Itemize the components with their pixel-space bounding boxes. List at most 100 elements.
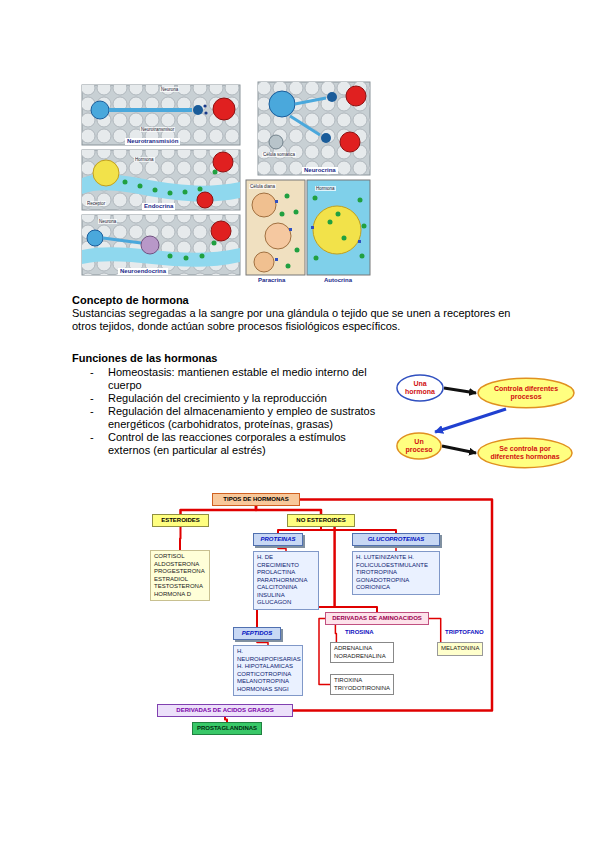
list-item: Regulación del almacenamiento y empleo d… <box>108 405 384 431</box>
node-text: GLUCOPROTEINAS <box>356 536 436 543</box>
drawing-part <box>252 193 276 217</box>
drawing-part <box>91 101 109 119</box>
drawing-part <box>82 85 240 145</box>
drawing-part <box>314 256 319 261</box>
drawing-part <box>295 248 300 253</box>
drawing-part <box>254 252 274 272</box>
process-ellipse: Un proceso <box>396 432 442 460</box>
caption: Autocrina <box>322 277 354 284</box>
tree-connector <box>319 619 330 685</box>
caption: Neurocrina <box>302 167 338 174</box>
node-text: H. DE CRECIMIENTO PROLACTINA PARATHORMON… <box>257 554 315 607</box>
node-text: Una hormona <box>405 380 435 396</box>
drawing-part <box>212 241 217 246</box>
drawing-part <box>141 236 159 254</box>
drawing-part <box>123 180 128 185</box>
neurocrine-panel <box>258 82 370 175</box>
category-box: DERIVADAS DE AMINOACIDOS <box>325 612 429 625</box>
drawing-part <box>183 190 188 195</box>
tree-connector <box>335 625 336 642</box>
part-label: Receptor <box>86 201 106 206</box>
drawing-part <box>328 220 333 225</box>
category-box: PROTEINAS <box>253 533 303 546</box>
drawing-part <box>168 241 217 261</box>
part-label: Neurotransmisor <box>140 127 175 132</box>
drawing-part <box>82 150 240 210</box>
drawing-part <box>258 82 370 175</box>
node-text: Controla diferentes procesos <box>485 385 567 401</box>
neurotransmission-panel <box>82 85 240 145</box>
drawing-part <box>336 212 341 217</box>
branch-label: TRIPTOFANO <box>444 629 485 636</box>
section-heading: Concepto de hormona <box>72 294 189 307</box>
drawing-part <box>289 228 292 231</box>
node-text: Un proceso <box>405 438 433 454</box>
drawing-part <box>82 150 240 210</box>
drawing-part <box>294 210 299 215</box>
drawing-part <box>197 192 213 208</box>
drawing-part <box>313 196 318 201</box>
category-box: GLUCOPROTEINAS <box>352 533 440 546</box>
drawing-part <box>275 200 292 261</box>
hormone-list: TIROXINA TRIYODOTIRONINA <box>330 674 394 695</box>
drawing-part <box>213 98 235 120</box>
drawing-part <box>198 187 203 192</box>
category-box: PEPTIDOS <box>233 627 281 640</box>
part-label: Hormona <box>315 186 336 191</box>
list-item: Regulación del crecimiento y la reproduc… <box>108 392 384 405</box>
drawing-part <box>285 194 290 199</box>
list-bullet: - <box>90 366 94 379</box>
flow-arrow <box>442 446 476 453</box>
drawing-part <box>109 108 192 112</box>
drawing-part <box>211 221 231 241</box>
drawing-part <box>153 188 158 193</box>
drawing-part <box>246 180 305 275</box>
drawing-part <box>103 238 141 243</box>
tree-connector <box>181 506 257 514</box>
drawing-part <box>168 191 173 196</box>
drawing-part <box>203 104 206 107</box>
drawing-part <box>358 198 363 203</box>
ellipse-shape <box>397 433 441 459</box>
node-text: CORTISOL ALDOSTERONA PROGESTERONA ESTRAD… <box>154 553 206 598</box>
drawing-part <box>290 98 326 135</box>
drawing-part <box>313 196 367 261</box>
drawing-part <box>286 264 291 269</box>
drawing-part <box>82 247 240 267</box>
drawing-part <box>213 152 233 172</box>
drawing-part <box>82 85 240 145</box>
drawing-part <box>87 230 103 246</box>
list-item: Control de las reacciones corporales a e… <box>108 431 384 457</box>
drawing-part <box>358 240 361 243</box>
hormone-box: MELATONINA <box>437 642 483 656</box>
flow-arrow <box>435 409 506 432</box>
node-text: MELATONINA <box>441 645 479 653</box>
part-label: Célula somática <box>262 152 296 157</box>
drawing-part <box>346 86 366 106</box>
drawing-part <box>193 105 203 115</box>
list-item: Homeostasis: mantienen estable el medio … <box>108 366 384 392</box>
drawing-part <box>321 133 331 143</box>
list-bullet: - <box>90 392 94 405</box>
part-label: Célula diana <box>249 184 276 189</box>
drawing-part <box>269 135 283 149</box>
caption: Neuroendocrina <box>118 268 168 275</box>
drawing-part <box>265 223 291 249</box>
drawing-part <box>123 170 218 196</box>
drawing-part <box>313 206 361 254</box>
part-label: Neurona <box>98 219 117 224</box>
process-ellipse: Controla diferentes procesos <box>476 377 576 409</box>
drawing-part <box>82 215 240 275</box>
node-text: Se controla por diferentes hormonas <box>485 445 565 461</box>
node-text: TIPOS DE HORMONAS <box>216 496 296 503</box>
hormone-list: H. LUTEINIZANTE H. FOLICULOESTIMULANTE T… <box>352 551 440 595</box>
drawing-part <box>362 224 367 229</box>
category-box: DERIVADAS DE ACIDOS GRASOS <box>157 704 293 717</box>
drawing-part <box>311 226 361 243</box>
node-text: PEPTIDOS <box>237 630 277 637</box>
caption: Paracrina <box>256 277 287 284</box>
drawing-part <box>307 180 370 275</box>
hormone-list: ADRENALINA NORADRENALINA <box>330 642 394 663</box>
drawing-part <box>184 256 189 261</box>
